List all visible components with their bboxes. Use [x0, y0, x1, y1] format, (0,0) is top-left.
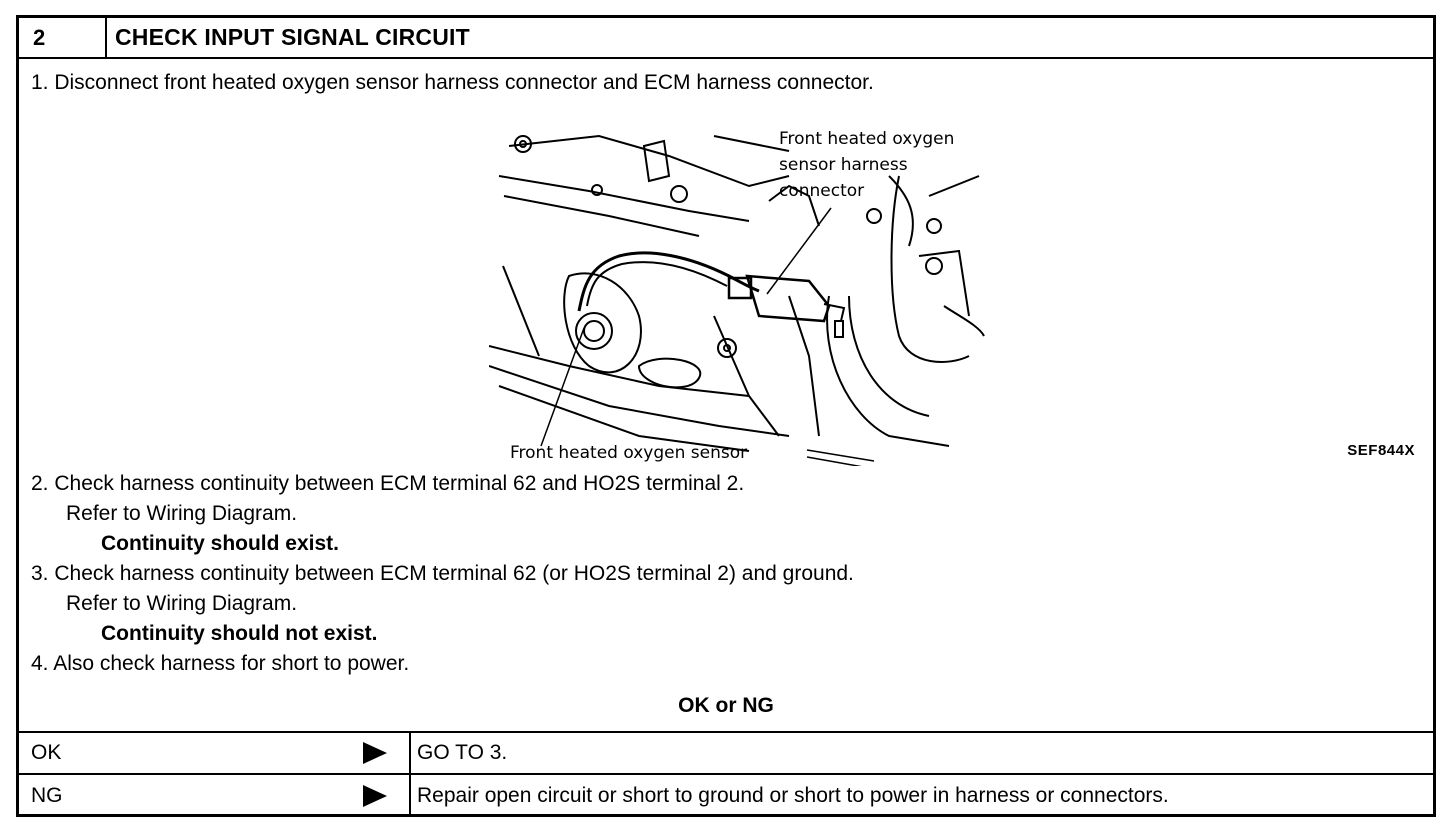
- step-header: 2 CHECK INPUT SIGNAL CIRCUIT: [19, 18, 1433, 59]
- result-row-ok: OK GO TO 3.: [19, 731, 1433, 773]
- arrow-right-icon: [363, 742, 387, 764]
- step-1: 1. Disconnect front heated oxygen sensor…: [31, 71, 874, 94]
- step-2-expectation: Continuity should exist.: [101, 532, 340, 555]
- callout-connector-line-1: Front heated oxygen: [779, 129, 954, 149]
- callout-connector-line-2: sensor harness: [779, 155, 908, 175]
- result-row-ng: NG Repair open circuit or short to groun…: [19, 773, 1433, 817]
- result-action-ng: Repair open circuit or short to ground o…: [417, 784, 1169, 807]
- callout-connector-line-3: connector: [779, 181, 864, 201]
- result-heading: OK or NG: [678, 694, 774, 717]
- arrow-right-icon: [363, 785, 387, 807]
- step-4: 4. Also check harness for short to power…: [31, 652, 410, 675]
- step-title: CHECK INPUT SIGNAL CIRCUIT: [115, 24, 470, 50]
- result-label-cell: OK: [19, 733, 411, 773]
- callout-sensor: Front heated oxygen sensor: [510, 443, 747, 463]
- engine-illustration: Front heated oxygen sensor harness conne…: [489, 129, 985, 466]
- step-number: 2: [19, 18, 107, 57]
- figure-code: SEF844X: [1347, 442, 1415, 459]
- result-label-ng: NG: [31, 784, 63, 807]
- step-2: 2. Check harness continuity between ECM …: [31, 472, 745, 495]
- step-3-expectation: Continuity should not exist.: [101, 622, 378, 645]
- step-3: 3. Check harness continuity between ECM …: [31, 562, 854, 585]
- result-action-ok: GO TO 3.: [417, 741, 508, 764]
- step-2-refer: Refer to Wiring Diagram.: [66, 502, 298, 525]
- step-3-refer: Refer to Wiring Diagram.: [66, 592, 298, 615]
- result-label-cell: NG: [19, 775, 411, 817]
- procedure-card: 2 CHECK INPUT SIGNAL CIRCUIT 1. Disconne…: [16, 15, 1436, 817]
- result-label-ok: OK: [31, 741, 62, 764]
